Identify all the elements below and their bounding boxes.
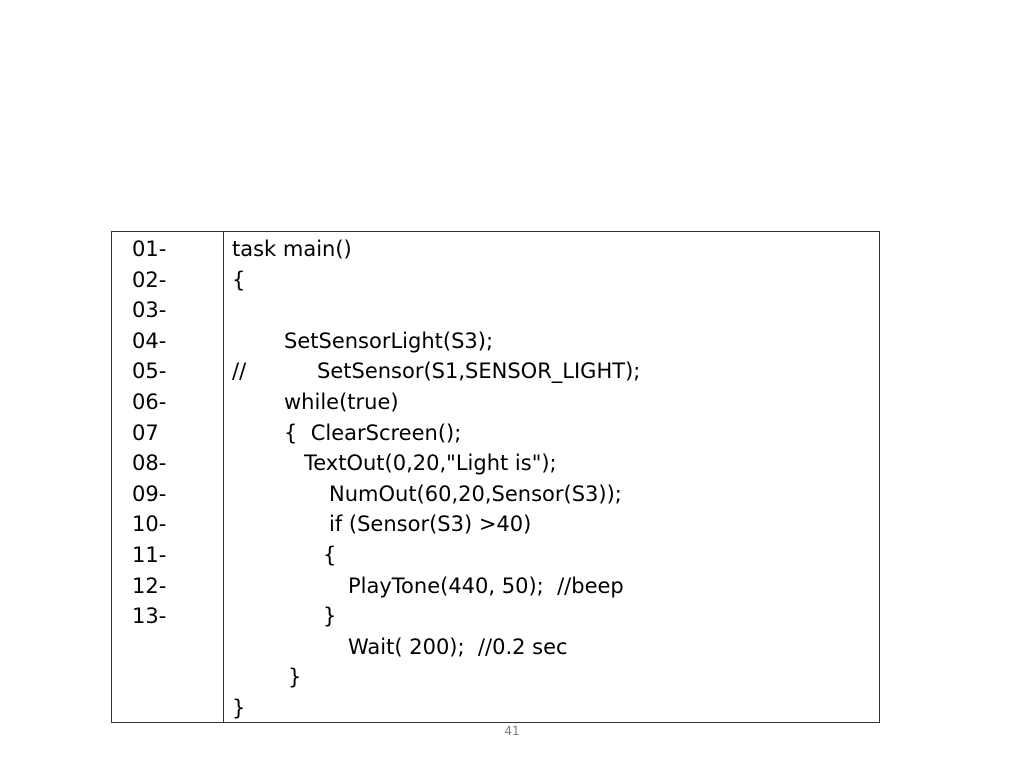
line-number: 13- — [132, 604, 167, 629]
line-number: 03- — [132, 298, 167, 323]
line-number: 04- — [132, 328, 167, 353]
code-text: SetSensor(S1,SENSOR_LIGHT); — [317, 359, 641, 384]
code-line: PlayTone(440, 50); //beep — [224, 571, 879, 602]
line-number: 07 — [132, 420, 159, 445]
code-text: } — [232, 695, 246, 720]
code-text: { ClearScreen(); — [284, 420, 462, 445]
code-text: if (Sensor(S3) >40) — [329, 512, 532, 537]
code-line: { — [224, 265, 879, 296]
comment-marker: // — [232, 359, 247, 384]
code-text: { — [232, 267, 246, 292]
line-number: 12- — [132, 573, 167, 598]
code-line: // SetSensor(S1,SENSOR_LIGHT); — [224, 356, 879, 387]
code-line: SetSensorLight(S3); — [224, 326, 879, 357]
code-column: task main() { SetSensorLight(S3); // Set… — [224, 232, 879, 722]
line-number: 02- — [132, 267, 167, 292]
code-line: Wait( 200); //0.2 sec — [224, 632, 879, 663]
code-line: task main() — [224, 234, 879, 265]
line-number: 01- — [132, 237, 167, 261]
code-line: NumOut(60,20,Sensor(S3)); — [224, 479, 879, 510]
line-number: 05- — [132, 359, 167, 384]
code-line: while(true) — [224, 387, 879, 418]
code-line: { ClearScreen(); — [224, 418, 879, 449]
code-line — [224, 295, 879, 326]
code-text: SetSensorLight(S3); — [284, 328, 494, 353]
code-text: NumOut(60,20,Sensor(S3)); — [329, 481, 622, 506]
line-number: 10- — [132, 512, 167, 537]
code-line: if (Sensor(S3) >40) — [224, 509, 879, 540]
code-line: } — [224, 601, 879, 632]
line-number: 06- — [132, 389, 167, 414]
code-line: TextOut(0,20,"Light is"); — [224, 448, 879, 479]
page-number: 41 — [504, 724, 520, 738]
code-text: { — [323, 542, 337, 567]
code-text: Wait( 200); //0.2 sec — [348, 634, 568, 659]
code-line: } — [224, 662, 879, 693]
code-text: PlayTone(440, 50); //beep — [348, 573, 624, 598]
code-line: } — [224, 693, 879, 724]
line-number: 09- — [132, 481, 167, 506]
code-text: } — [288, 665, 302, 690]
code-table: 01- 02- 03- 04- 05- 06- 07 08- 09- 10- 1… — [111, 231, 880, 723]
code-text: task main() — [232, 237, 352, 261]
code-text: TextOut(0,20,"Light is"); — [304, 451, 557, 476]
code-text: } — [323, 604, 337, 629]
code-text: while(true) — [284, 389, 399, 414]
line-number-column: 01- 02- 03- 04- 05- 06- 07 08- 09- 10- 1… — [112, 232, 224, 722]
line-number: 11- — [132, 542, 167, 567]
code-line: { — [224, 540, 879, 571]
line-number: 08- — [132, 451, 167, 476]
